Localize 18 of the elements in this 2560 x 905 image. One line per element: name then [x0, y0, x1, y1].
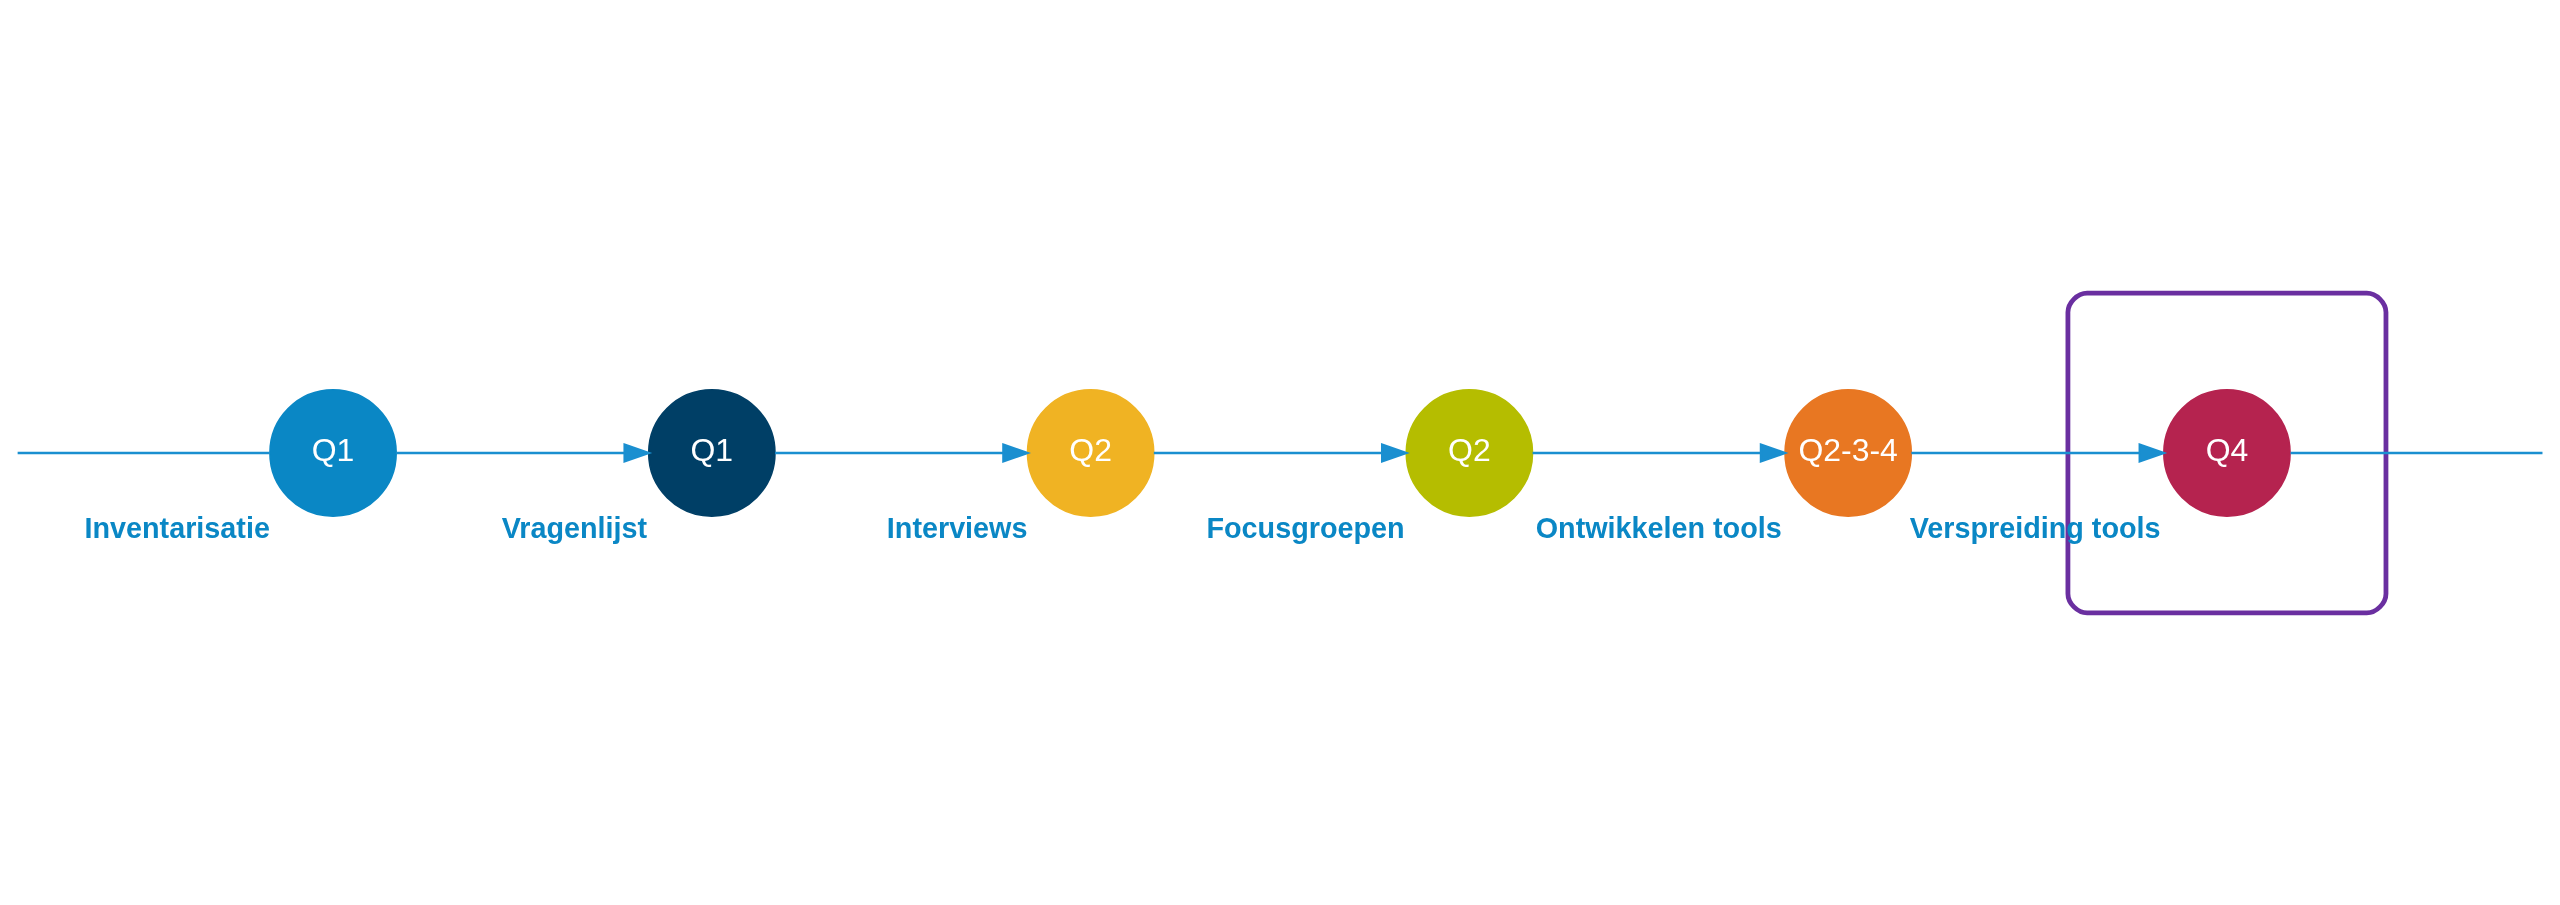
node-label: Interviews: [886, 511, 1028, 544]
arrow: [775, 442, 1032, 463]
node-label: Inventarisatie: [84, 511, 270, 544]
node-circle: Q2-3-4: [1784, 388, 1913, 517]
node-label: Focusgroepen: [1206, 511, 1405, 544]
arrow: [1532, 442, 1789, 463]
node-circle: Q1: [647, 388, 776, 517]
connector: [17, 451, 270, 454]
node-label: Ontwikkelen tools: [1535, 511, 1782, 544]
node-circle: Q4: [2163, 388, 2291, 517]
node-circle: Q1: [269, 388, 397, 517]
connector: [2290, 451, 2543, 454]
node-circle: Q2: [1026, 388, 1155, 517]
node-circle: Q2: [1405, 388, 1534, 517]
arrow: [1911, 442, 2168, 463]
arrow: [396, 442, 653, 463]
node-label: Vragenlijst: [501, 511, 648, 544]
arrow: [1153, 442, 1410, 463]
